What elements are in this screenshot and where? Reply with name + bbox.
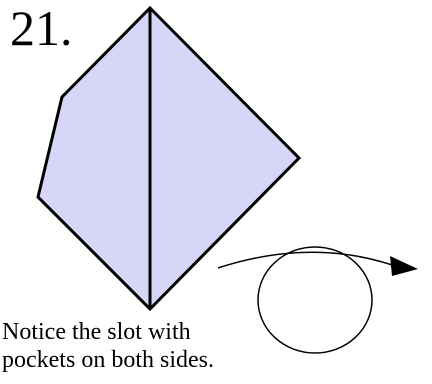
folded-paper-shape: [36, 5, 302, 312]
arrow-head-icon: [390, 256, 418, 276]
rotation-circle: [257, 246, 373, 354]
step-number: 21.: [10, 0, 73, 56]
caption-line-1: Notice the slot with: [2, 319, 191, 345]
step-caption: Notice the slot with pockets on both sid…: [2, 318, 302, 374]
rotation-arrow-icon: [217, 246, 418, 354]
rotation-arc: [217, 251, 393, 269]
caption-line-2: pockets on both sides.: [2, 347, 214, 373]
